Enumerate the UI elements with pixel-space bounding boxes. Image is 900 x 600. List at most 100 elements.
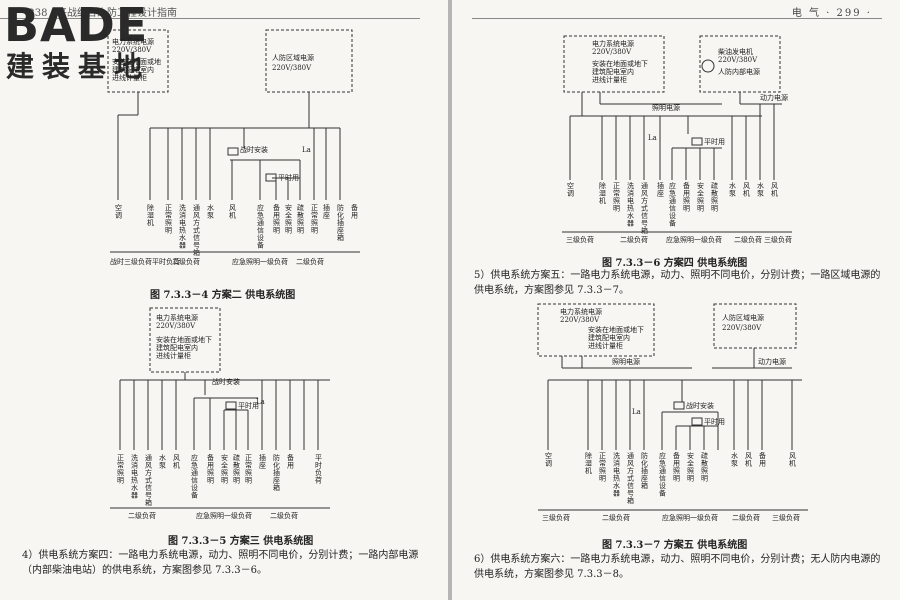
fig4-load-label: 通风方式信号箱 — [193, 203, 200, 257]
fig7-group-label: 三级负荷 — [542, 513, 570, 522]
fig7-load-label: 空调 — [545, 451, 552, 468]
fig7-bus-power: 动力电源 — [758, 357, 786, 366]
fig4-source2-line1: 人防区域电源 — [272, 53, 314, 62]
diagram-fig7: 电力系统电源 220V/380V 安装在地面或地下 建筑配电室内 进线计量柜 人… — [537, 303, 808, 522]
fig4-load-label: 正常照明 — [165, 204, 172, 235]
book-gutter — [448, 0, 452, 600]
paragraph-p5: 5）供电系统方案五：一路电力系统电源，动力、照明不同电价，分别计费；一路区域电源… — [474, 270, 881, 296]
fig4-load-label: 正常照明 — [311, 204, 318, 235]
fig7-source1-line5: 进线计量柜 — [588, 341, 623, 350]
fig7-load-label: 洗消电热水器 — [613, 451, 620, 498]
fig4-load-label: 插座 — [323, 203, 330, 220]
fig6-load-label: 风机 — [743, 182, 750, 198]
fig7-load-label: 疏散照明 — [701, 451, 708, 483]
fig6-group-label: 二级负荷 — [734, 235, 762, 244]
fig6-source2-line2: 220V/380V — [718, 56, 758, 64]
fig5-source-line1: 电力系统电源 — [156, 313, 198, 322]
fig5-load-label: 安全照明 — [221, 453, 228, 485]
fig5-load-label: 正常照明 — [117, 454, 124, 485]
fig4-peace-label: 平时用 — [278, 173, 299, 182]
fig5-group-label: 二级负荷 — [270, 511, 298, 520]
fig6-group-label: 二级负荷 — [620, 235, 648, 244]
fig7-load-label: 应急通信设备 — [659, 451, 666, 498]
fig6-load-label: 空调 — [567, 181, 574, 198]
fig5-load-label: 插座 — [259, 453, 266, 470]
fig7-load-label: 除湿机 — [585, 451, 592, 475]
fig6-load-label: 插座 — [657, 181, 664, 198]
fig6-group-label: 应急照明一级负荷 — [666, 235, 722, 244]
fig6-caption: 图 7.3.3－6 方案四 供电系统图 — [602, 258, 748, 269]
fig4-load-label: 洗消电热水器 — [179, 203, 186, 250]
fig7-source1-line1: 电力系统电源 — [560, 307, 602, 316]
right-page-header: 电 气 · 299 · — [791, 8, 872, 19]
fig5-source-line5: 进线计量柜 — [156, 351, 191, 360]
diagram-fig4: 电力系统电源 220V/380V 安装在地面或地 建筑配电室内 进线计量柜 人防… — [107, 29, 360, 266]
fig7-la-label: La — [632, 408, 641, 416]
fig4-load-label: 除湿机 — [147, 203, 154, 227]
fig5-load-label: 水泵 — [159, 453, 166, 470]
fig4-load-label: 应急通信设备 — [257, 203, 264, 250]
fig4-load-label: 安全照明 — [285, 203, 292, 235]
fig5-load-label: 疏散照明 — [233, 453, 240, 485]
logo-small-text: 建装基地 — [6, 50, 151, 83]
fig5-load-label: 备用照明 — [207, 453, 214, 485]
fig6-load-label: 通风方式信号箱 — [641, 181, 648, 235]
fig4-source1-line4: 建筑配电室内 — [112, 65, 154, 74]
fig6-load-label: 洗消电热水器 — [627, 181, 634, 228]
fig5-group-label: 二级负荷 — [128, 511, 156, 520]
fig7-source2-line1: 人防区域电源 — [722, 313, 764, 322]
diagram-fig5: 电力系统电源 220V/380V 安装在地面或地下 建筑配电室内 进线计量柜 战… — [110, 307, 330, 520]
fig7-group-label: 三级负荷 — [772, 513, 800, 522]
fig7-load-label: 防化插座箱 — [641, 451, 648, 490]
fig4-source1-line1: 电力系统电源 — [112, 37, 154, 46]
fig7-load-label: 水泵 — [731, 451, 738, 468]
logo-big-text: BADE — [4, 0, 149, 52]
left-page-header: · 238 · 平战结合人防工程设计指南 — [22, 8, 177, 19]
fig4-source1-line3: 安装在地面或地 — [112, 57, 161, 66]
fig4-load-label: 风机 — [229, 204, 236, 220]
fig4-group-label: 战时三级负荷平时负荷 — [110, 257, 180, 266]
fig6-source1-line1: 电力系统电源 — [592, 39, 634, 48]
watermark-logo: BADE 建装基地 — [4, 0, 184, 90]
fig5-load-label: 备用 — [287, 453, 294, 470]
left-page: · 238 · 平战结合人防工程设计指南 BADE 建装基地 — [0, 0, 448, 600]
fig6-load-label: 正常照明 — [613, 182, 620, 213]
fig6-group-label: 三级负荷 — [566, 235, 594, 244]
fig4-group-label: 二级负荷 — [296, 257, 324, 266]
fig4-group-label: 应急照明一级负荷 — [232, 257, 288, 266]
fig7-load-label: 通风方式信号箱 — [627, 451, 634, 505]
fig6-group-label: 三级负荷 — [764, 235, 792, 244]
fig5-load-label: 正常照明 — [245, 454, 252, 485]
fig7-load-label: 风机 — [789, 452, 796, 468]
fig7-load-label: 备用 — [759, 451, 766, 468]
fig7-source1-line2: 220V/380V — [560, 316, 600, 324]
fig7-bus-light: 照明电源 — [612, 357, 640, 366]
fig5-wartime-label: 战时安装 — [212, 377, 240, 386]
fig7-group-label: 应急照明一级负荷 — [662, 513, 718, 522]
fig4-load-label: 备用 — [351, 203, 358, 220]
fig6-source2-line3: 人防内部电源 — [718, 67, 760, 76]
fig7-load-label: 备用照明 — [673, 451, 680, 483]
fig6-source1-line2: 220V/380V — [592, 48, 632, 56]
fig5-load-label: 洗消电热水器 — [131, 453, 138, 500]
fig6-source1-line3: 安装在地面或地下 — [592, 59, 648, 68]
fig7-source2-line2: 220V/380V — [722, 324, 762, 332]
fig6-load-label: 应急通信设备 — [669, 181, 676, 228]
fig4-load-label: 防化插座箱 — [337, 203, 344, 242]
fig6-load-label: 疏散照明 — [711, 181, 718, 213]
fig7-wartime-label: 战时安装 — [686, 401, 714, 410]
fig6-bus-power: 动力电源 — [760, 93, 788, 102]
fig6-bus-light: 照明电源 — [652, 103, 680, 112]
fig5-caption: 图 7.3.3－5 方案三 供电系统图 — [168, 536, 314, 547]
fig7-source1-line4: 建筑配电室内 — [588, 333, 630, 342]
fig7-load-label: 风机 — [745, 452, 752, 468]
fig6-la-label: La — [648, 134, 657, 142]
fig5-source-line4: 建筑配电室内 — [156, 343, 198, 352]
fig7-group-label: 二级负荷 — [602, 513, 630, 522]
fig6-load-label: 备用照明 — [683, 181, 690, 213]
fig4-la-label: La — [302, 146, 311, 154]
diagram-fig6: 电力系统电源 220V/380V 安装在地面或地下 建筑配电室内 进线计量柜 柴… — [562, 35, 792, 244]
fig6-load-label: 水泵 — [729, 181, 736, 198]
fig4-load-label: 疏散照明 — [297, 203, 304, 235]
fig5-load-label: 防化插座箱 — [273, 453, 280, 492]
